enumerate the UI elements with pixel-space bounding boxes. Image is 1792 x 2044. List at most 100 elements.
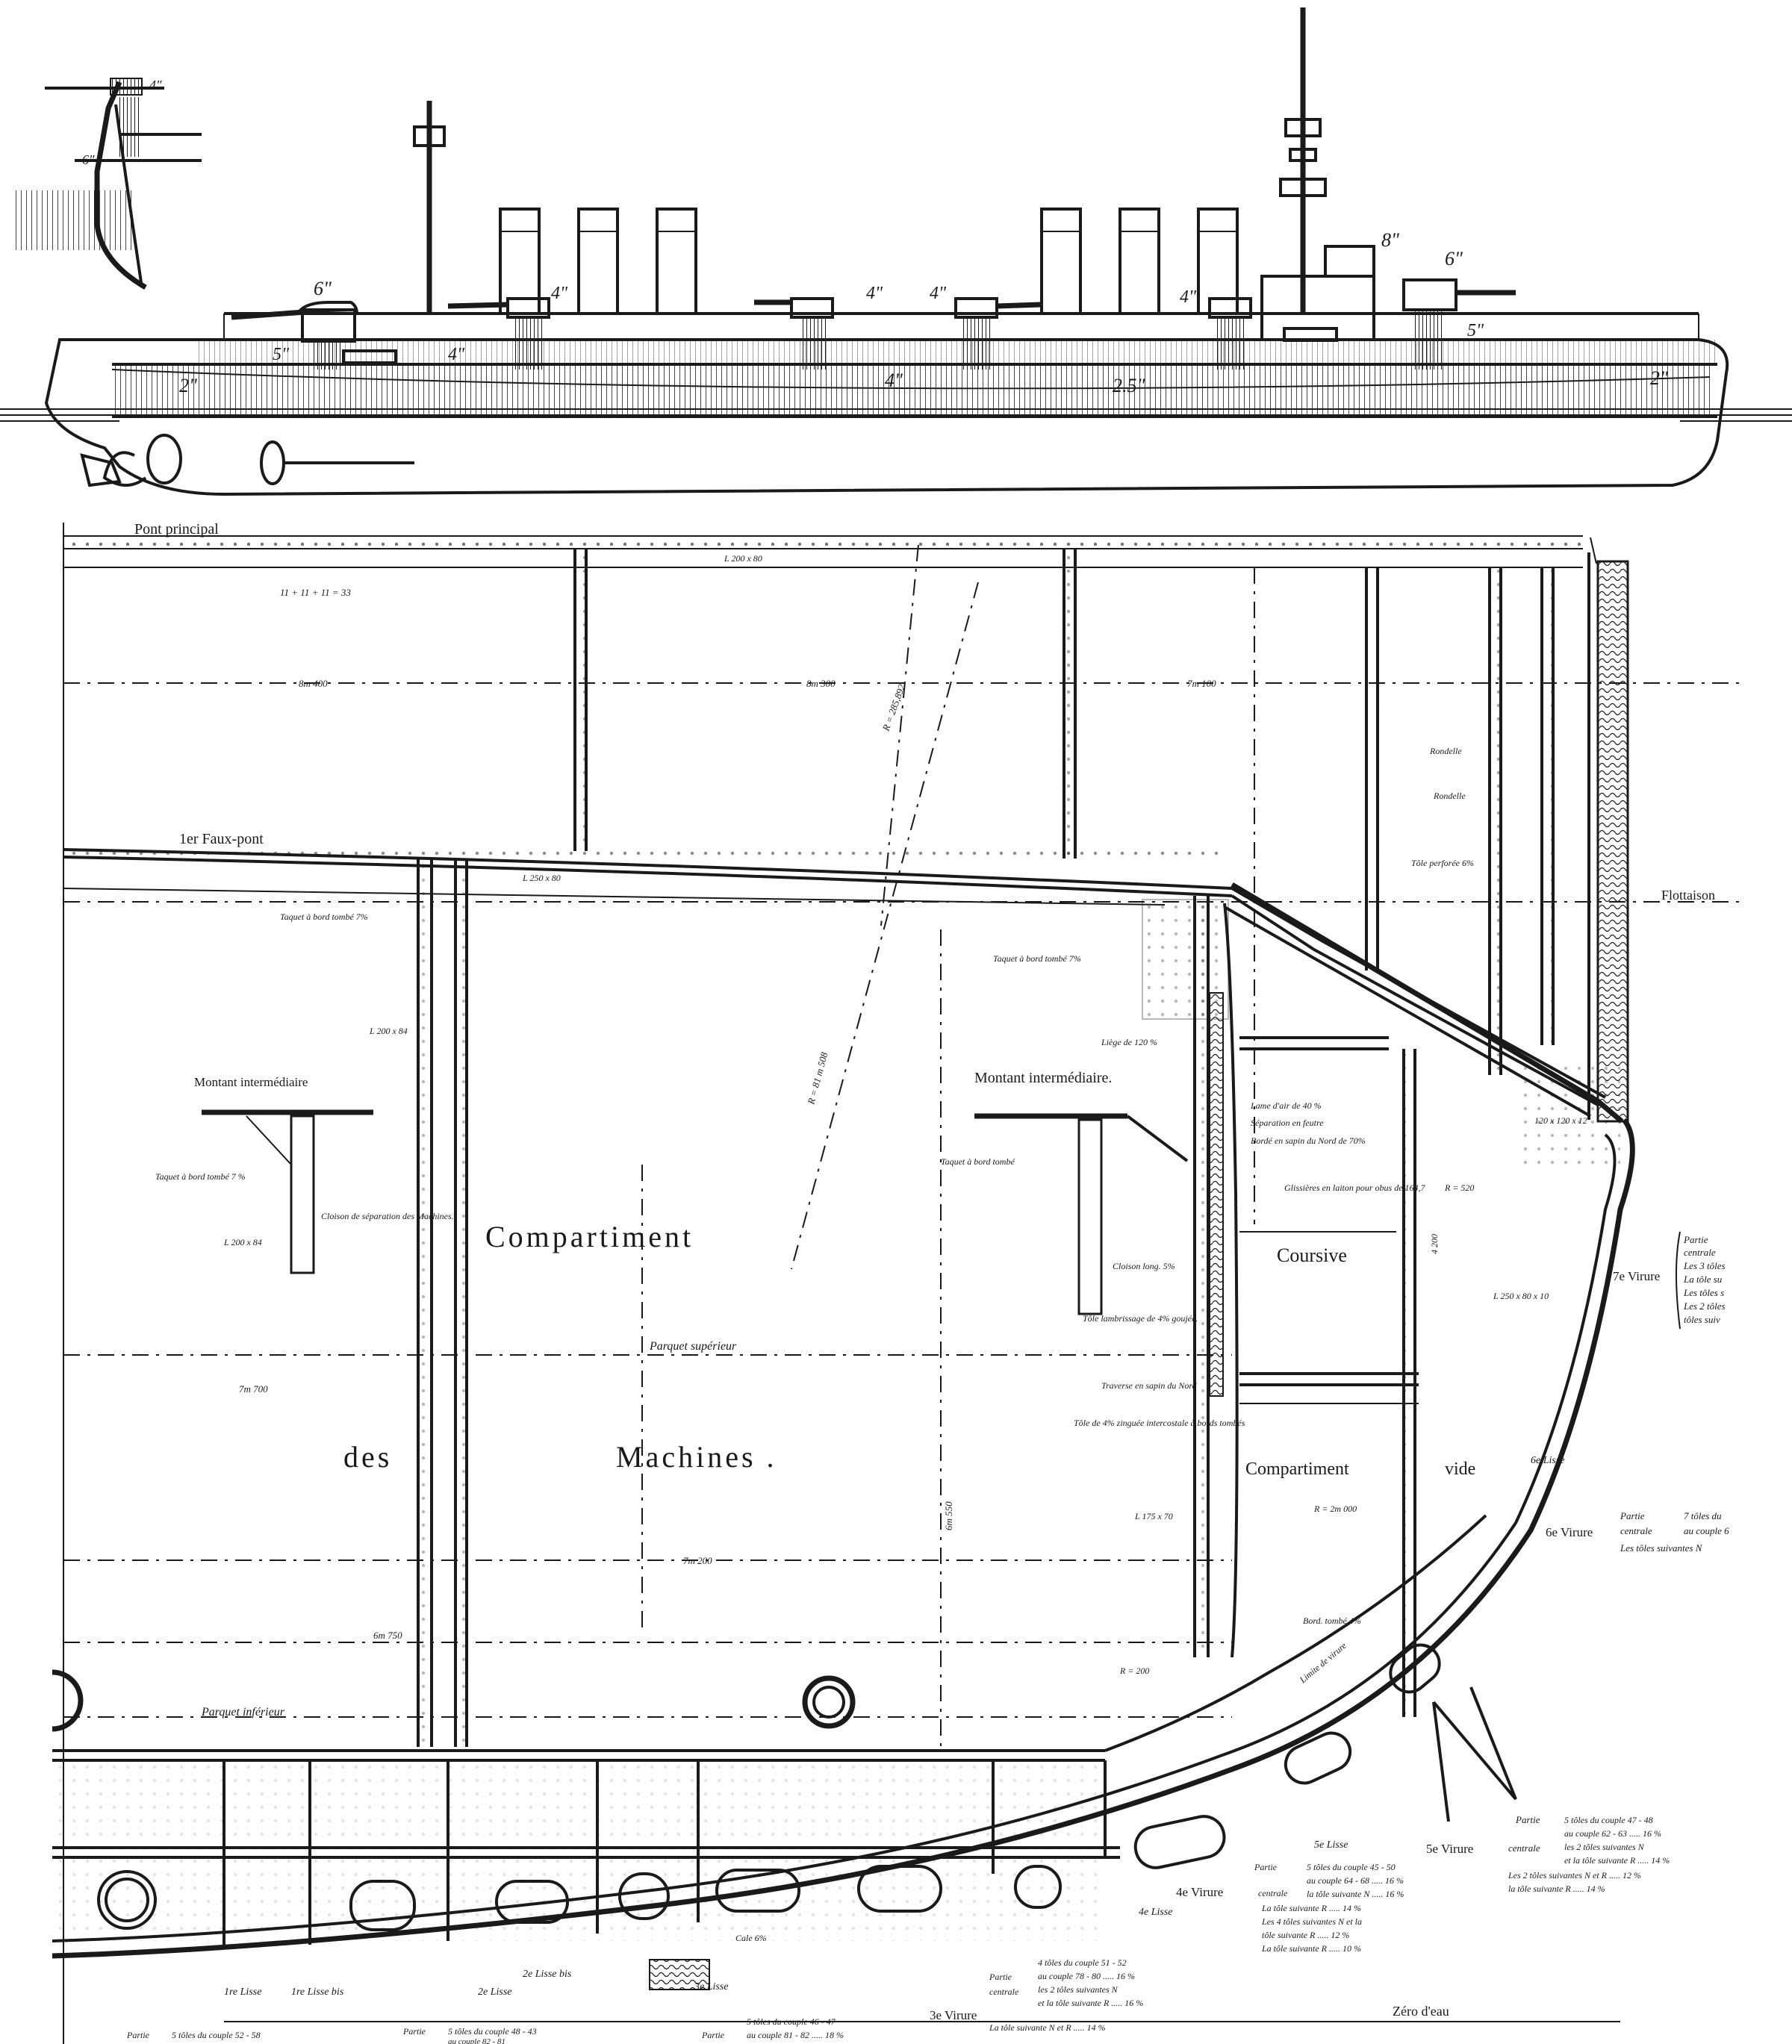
note-v5l-l4: Les 4 tôles suivantes N et la <box>1261 1916 1362 1927</box>
note-v5l-l2: la tôle suivante N ..... 16 % <box>1307 1889 1404 1899</box>
label-flottaison: Flottaison <box>1661 888 1715 903</box>
inset-section: 4" 6" <box>15 78 202 290</box>
label-machines: Machines . <box>616 1440 777 1474</box>
label-lisse-1bis: 1re Lisse bis <box>291 1987 344 1998</box>
label-lisse-3: 3e Lisse <box>694 1981 729 1992</box>
label-vide: vide <box>1445 1459 1475 1479</box>
note-v7-l0: Les 3 tôles <box>1683 1260 1726 1271</box>
note-v5l-centrale: centrale <box>1258 1888 1288 1898</box>
label-belt-5-aft: 5" <box>1467 321 1484 340</box>
label-liege: Liège de 120 % <box>1101 1037 1157 1047</box>
label-lisse-5: 5e Lisse <box>1314 1839 1348 1851</box>
note-v5l-l0: 5 tôles du couple 45 - 50 <box>1307 1862 1396 1872</box>
label-lisse-2: 2e Lisse <box>478 1987 512 1998</box>
note-v7-l3: Les 2 tôles <box>1683 1300 1726 1312</box>
note-v3-centrale: centrale <box>989 1987 1019 1997</box>
armor-belt <box>112 364 1714 417</box>
label-taquet-2: Taquet à bord tombé 7% <box>280 912 368 922</box>
label-gun-4-d: 4" <box>1180 287 1197 307</box>
note-v7-l4: tôles suiv <box>1684 1314 1720 1325</box>
label-bord-tombe: Bord. tombé 4% <box>1303 1615 1361 1626</box>
lisse-labels: 1re Lisse 1re Lisse bis 2e Lisse 2e Liss… <box>224 1455 1565 1998</box>
label-cloison-sep: Cloison de séparation des Machines. <box>321 1211 454 1221</box>
note-v7-l1: La tôle su <box>1683 1274 1723 1285</box>
label-parquet-superieur: Parquet supérieur <box>649 1340 737 1353</box>
label-pont-principal: Pont principal <box>134 521 219 538</box>
dim-21: 4 200 <box>1429 1234 1440 1254</box>
note-b3-l1: au couple 81 - 82 ..... 18 % <box>747 2030 844 2040</box>
note-v5l-l3: La tôle suivante R ..... 14 % <box>1261 1903 1361 1913</box>
svg-text:4": 4" <box>149 78 162 93</box>
note-v5r-l2: les 2 tôles suivantes N <box>1564 1842 1645 1852</box>
label-gun-8: 8" <box>1381 229 1399 251</box>
label-traverse: Traverse en sapin du Nord <box>1101 1380 1198 1391</box>
dim-3: 8m 300 <box>806 678 836 689</box>
plate-notes: Partie centrale Les 3 tôles La tôle su L… <box>126 1231 1729 2044</box>
label-des: des <box>343 1440 392 1474</box>
note-v6-centrale: centrale <box>1620 1525 1652 1536</box>
note-v5r-l3: et la tôle suivante R ..... 14 % <box>1564 1855 1670 1866</box>
note-v7-l2: Les tôles s <box>1683 1287 1724 1298</box>
label-belt-2-fwd: 2" <box>179 375 197 396</box>
note-v6-l2: Les tôles suivantes N <box>1620 1542 1703 1554</box>
faux-pont <box>63 848 1606 1106</box>
note-v6-l0: 7 tôles du <box>1684 1510 1722 1521</box>
dim-20: R = 200 <box>1119 1666 1149 1676</box>
dim-6: R = 81 m 508 <box>805 1050 830 1106</box>
label-glissieres: Glissières en laiton pour obus de 164,7 <box>1284 1183 1426 1193</box>
note-v3-l0: 4 tôles du couple 51 - 52 <box>1038 1957 1127 1968</box>
dim-9: 7m 200 <box>683 1555 712 1566</box>
funnels <box>499 208 1239 315</box>
label-lisse-2bis: 2e Lisse bis <box>523 1969 572 1980</box>
label-lisse-4: 4e Lisse <box>1139 1907 1173 1918</box>
label-virure-6: 6e Virure <box>1546 1525 1593 1539</box>
label-gun-4-b: 4" <box>866 284 883 303</box>
engine-bulkheads <box>417 859 1224 1747</box>
label-taquet-4: Taquet à bord tombé 7% <box>993 953 1081 964</box>
label-rondelle-2: Rondelle <box>1433 791 1466 801</box>
virure-labels: 3e Virure 4e Virure 5e Virure 6e Virure … <box>930 1269 1660 2022</box>
dim-5: R = 285,892 <box>880 682 907 733</box>
note-v5r-l0: 5 tôles du couple 47 - 48 <box>1564 1815 1653 1825</box>
propellers <box>80 434 414 487</box>
dim-19: R = 2m 000 <box>1313 1504 1357 1514</box>
brackets <box>202 1109 1189 1315</box>
label-gun-6-fwd: 6" <box>314 278 332 299</box>
note-v5l-partie: Partie <box>1254 1862 1278 1872</box>
note-b3-l0: 5 tôles du couple 46 - 47 <box>747 2016 836 2027</box>
coursive-structure <box>1239 1036 1419 1717</box>
note-v5r-l4: Les 2 tôles suivantes N et R ..... 12 % <box>1508 1870 1641 1881</box>
dim-10: 6m 750 <box>373 1630 402 1641</box>
label-sep-feutre: Séparation en feutre <box>1251 1118 1324 1128</box>
label-tole-4: Tôle de 4% zinguée intercostale à bords … <box>1074 1418 1245 1428</box>
note-v5r-partie: Partie <box>1515 1814 1540 1825</box>
label-borde-sapin: Bordé en sapin du Nord de 70% <box>1251 1135 1366 1146</box>
note-v5r-centrale: centrale <box>1508 1842 1540 1854</box>
label-gun-6-aft: 6" <box>1445 248 1463 269</box>
dim-16: L 250 x 80 x 10 <box>1493 1291 1549 1301</box>
note-v5r-l5: la tôle suivante R ..... 14 % <box>1508 1883 1605 1894</box>
label-belt-2-aft: 2" <box>1650 367 1668 389</box>
note-v3-l4: La tôle suivante N et R ..... 14 % <box>989 2022 1106 2033</box>
label-taquet-1: Taquet à bord tombé 7 % <box>155 1171 246 1182</box>
note-v5l-l6: La tôle suivante R ..... 10 % <box>1261 1943 1361 1954</box>
label-montant-left: Montant intermédiaire <box>194 1075 308 1089</box>
label-compartiment: Compartiment <box>485 1220 694 1253</box>
label-cale: Cale 6% <box>735 1933 767 1943</box>
dim-18: R = 520 <box>1444 1183 1474 1193</box>
label-belt-5-fwd: 5" <box>273 345 290 364</box>
dim-12: L 250 x 80 <box>522 873 561 883</box>
turrets <box>231 278 1516 370</box>
dim-11: L 200 x 80 <box>724 553 762 564</box>
compartment-labels: Compartiment des Machines . Coursive Com… <box>343 1220 1475 1479</box>
dim-7: 7m 700 <box>239 1383 268 1395</box>
dim-14: L 200 x 84 <box>223 1237 262 1247</box>
note-v3-partie: Partie <box>989 1972 1012 1982</box>
note-v7-centrale: centrale <box>1684 1247 1716 1258</box>
label-virure-7: 7e Virure <box>1613 1269 1660 1283</box>
note-v5r-l1: au couple 62 - 63 ..... 16 % <box>1564 1828 1661 1839</box>
deck-labels: Pont principal 1er Faux-pont Flottaison … <box>134 521 1715 2019</box>
note-b2-l0: 5 tôles du couple 48 - 43 <box>448 2026 537 2037</box>
label-virure-5: 5e Virure <box>1426 1842 1473 1856</box>
note-b1-partie: Partie <box>126 2030 150 2040</box>
